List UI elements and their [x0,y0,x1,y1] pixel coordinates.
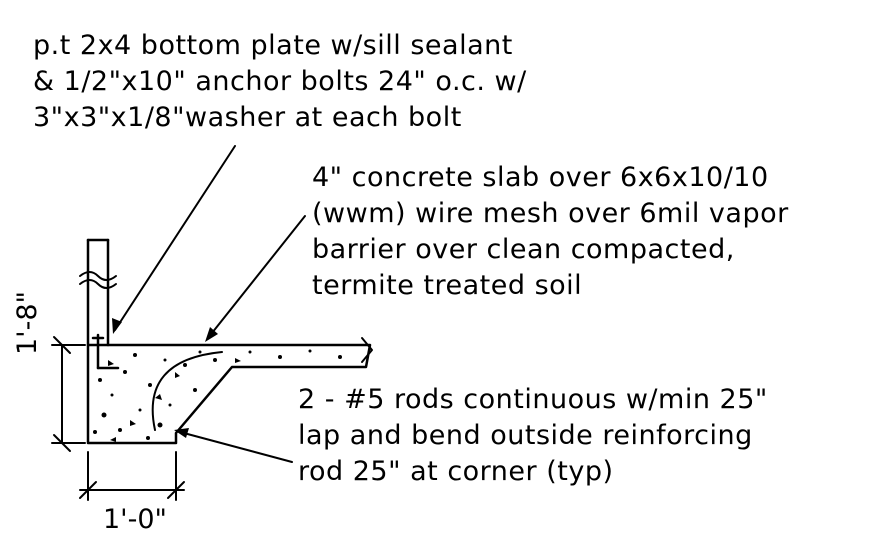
note-slab-line-2: (wwm) wire mesh over 6mil vapor [312,198,789,229]
leader-slab [207,215,306,339]
note-rods: 2 - #5 rods continuous w/min 25" lap and… [298,382,768,490]
arrowhead-bottom-plate [112,318,122,334]
note-bottom-plate-line-3: 3"x3"x1/8"washer at each bolt [33,102,462,133]
footing-slab-outline [86,343,372,445]
arrowhead-rods [174,428,189,438]
anchor-bolt [91,333,120,370]
note-slab-line-1: 4" concrete slab over 6x6x10/10 [312,162,769,193]
note-bottom-plate-line-1: p.t 2x4 bottom plate w/sill sealant [33,30,513,61]
note-slab-line-3: barrier over clean compacted, [312,234,735,265]
stud-wall [79,238,117,347]
rebar-bend [151,351,223,431]
note-rods-line-2: lap and bend outside reinforcing [298,420,753,451]
note-rods-line-3: rod 25" at corner (typ) [298,456,614,487]
concrete-stipple [93,349,342,442]
note-slab: 4" concrete slab over 6x6x10/10 (wwm) wi… [312,160,789,304]
slab-break [361,337,373,363]
dimension-height [51,336,86,452]
leader-bottom-plate [114,145,236,331]
leader-rods [179,431,293,463]
note-bottom-plate-line-2: & 1/2"x10" anchor bolts 24" o.c. w/ [33,66,527,97]
dimension-width [79,451,185,501]
dimension-width-label: 1'-0" [103,504,167,535]
note-slab-line-4: termite treated soil [312,270,583,301]
note-rods-line-1: 2 - #5 rods continuous w/min 25" [298,384,768,415]
note-bottom-plate: p.t 2x4 bottom plate w/sill sealant & 1/… [33,28,527,136]
dimension-height-label: 1'-8" [12,291,43,355]
arrowhead-slab [205,327,218,342]
